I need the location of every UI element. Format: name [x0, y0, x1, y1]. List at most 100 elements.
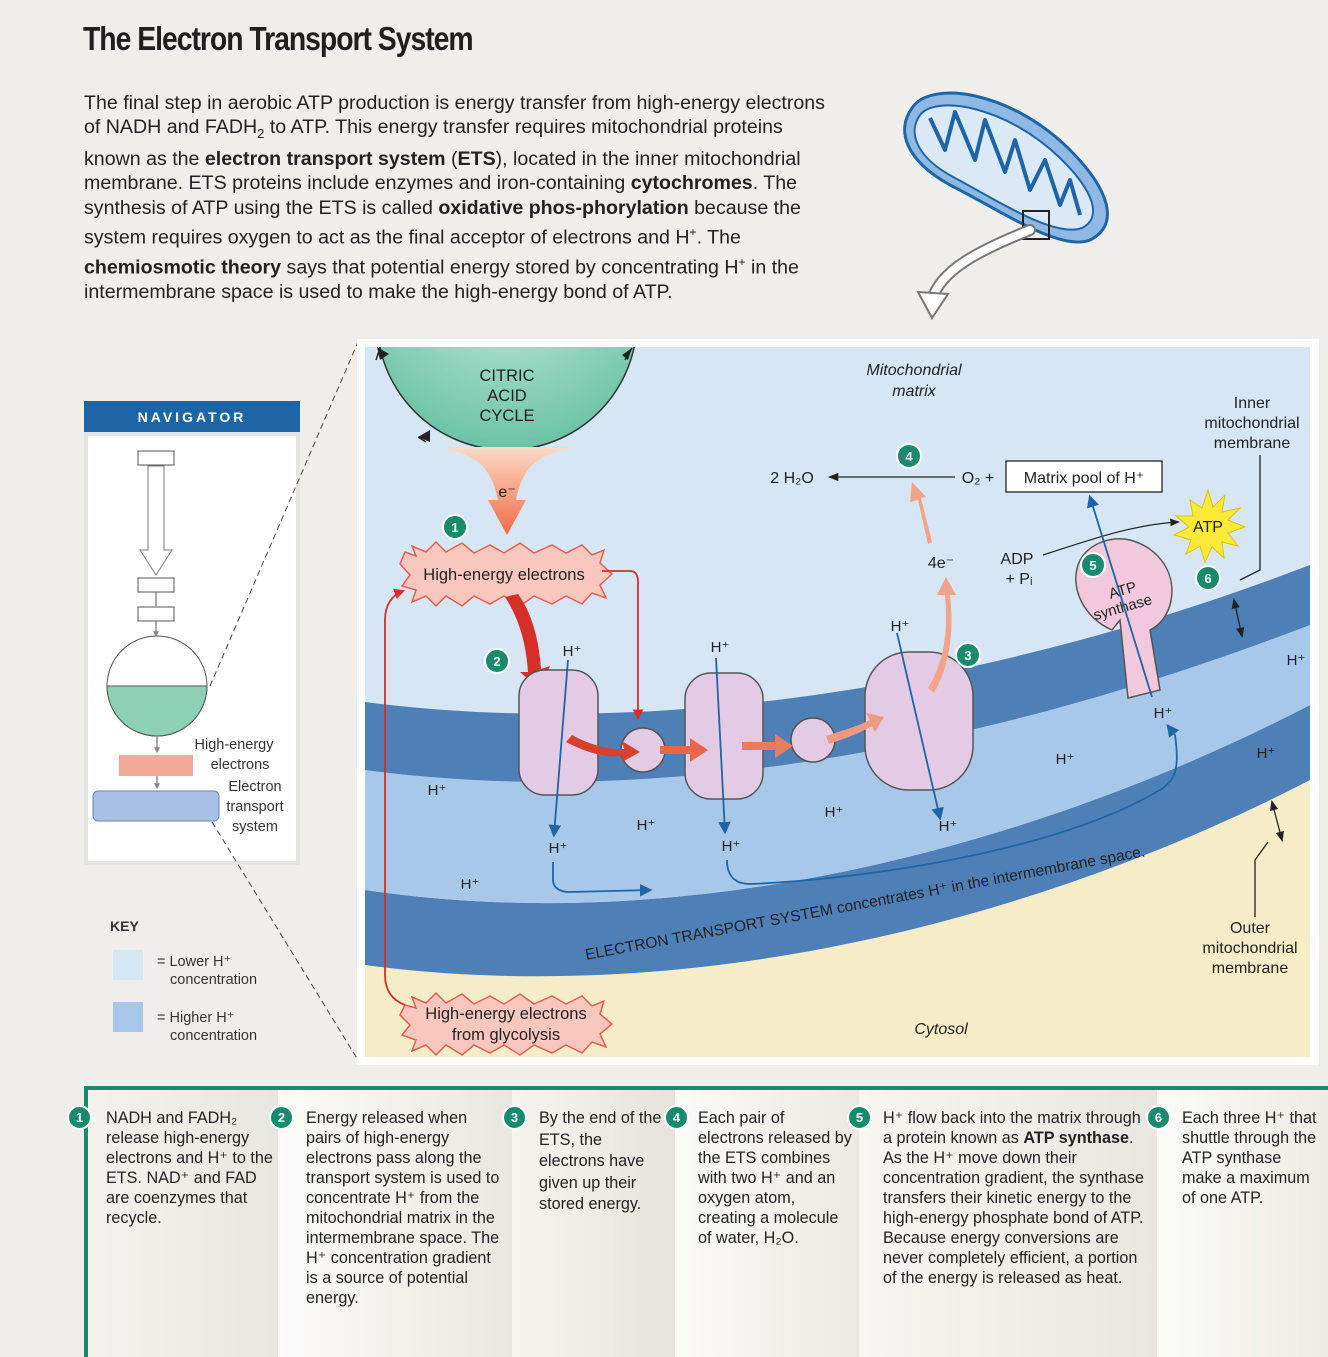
atp-label: ATP: [1193, 519, 1223, 536]
nav-ets-2: transport: [226, 799, 283, 815]
water-label: 2 H₂O: [770, 470, 814, 487]
step-text-2: Energy released when pairs of high-energ…: [306, 1109, 500, 1307]
svg-text:1: 1: [451, 520, 458, 535]
step-col-6: [1157, 1090, 1328, 1357]
cac-label-2: ACID: [487, 387, 527, 405]
adp-label: ADP: [1001, 551, 1034, 568]
high-energy-electrons-label: High-energy electrons: [423, 566, 584, 584]
step-col-1: [88, 1090, 278, 1357]
matrix-label-1: Mitochondrial: [866, 362, 962, 379]
inner-membrane-label-2: mitochondrial: [1204, 415, 1299, 432]
step-number-1: 1: [67, 1105, 92, 1130]
nav-high-energy-1: High-energy: [195, 737, 275, 753]
key-lower-2: concentration: [170, 972, 257, 988]
step-col-5: [859, 1090, 1157, 1357]
zoom-line-bottom: [211, 821, 359, 1061]
step-number-2: 2: [269, 1105, 294, 1130]
key-higher-1: = Higher H⁺: [157, 1010, 234, 1026]
term-chemiosmotic: chemiosmotic theory: [84, 256, 282, 279]
glycolysis-label-line1: High-energy electrons: [425, 1005, 586, 1023]
cytosol-region: [365, 770, 1310, 1057]
cytosol-label: Cytosol: [914, 1021, 968, 1038]
glycolysis-electrons-burst: [399, 991, 614, 1057]
svg-text:2: 2: [493, 654, 500, 669]
key-higher-2: concentration: [170, 1028, 257, 1044]
term-atp-synthase: ATP synthase: [1023, 1129, 1129, 1147]
outer-membrane: [365, 705, 1310, 977]
h-plus-label: H⁺: [1056, 751, 1075, 768]
step-text-5: H⁺ flow back into the matrix through a p…: [883, 1109, 1144, 1287]
glycolysis-label-line2: from glycolysis: [452, 1026, 560, 1044]
step-text-3: By the end of the ETS, the electrons hav…: [539, 1109, 662, 1213]
key-higher-swatch: [113, 1002, 143, 1032]
red-electron-arrow: [505, 594, 550, 690]
h-plus-label: H⁺: [637, 817, 656, 834]
term-cytochromes: cytochromes: [630, 172, 753, 195]
step-marker-4: 4: [896, 443, 922, 469]
key-lower-swatch: [113, 950, 143, 980]
h-plus-label: H⁺: [549, 840, 568, 857]
inner-membrane: [365, 565, 1310, 782]
nav-high-energy-2: electrons: [211, 757, 270, 773]
step-marker-5: 5: [1080, 552, 1106, 578]
step-number-3: 3: [502, 1105, 527, 1130]
svg-text:5: 5: [1089, 558, 1096, 573]
svg-text:4: 4: [905, 449, 913, 464]
panel-content: [365, 347, 1310, 1057]
key-title: KEY: [110, 918, 139, 934]
h-plus-label: H⁺: [461, 876, 480, 893]
h-plus-label: H⁺: [1287, 652, 1306, 669]
matrix-pool-label: Matrix pool of H⁺: [1024, 470, 1144, 487]
step-text-6: Each three H⁺ that shuttle through the A…: [1182, 1109, 1317, 1207]
step-number-6: 6: [1146, 1105, 1171, 1130]
atp-synthase: [1075, 538, 1173, 699]
four-electrons-label: 4e⁻: [928, 555, 954, 572]
step-marker-2: 2: [484, 648, 510, 674]
intro-paragraph: The final step in aerobic ATP production…: [84, 92, 825, 303]
cac-label-3: CYCLE: [479, 407, 534, 425]
key-lower-1: = Lower H⁺: [157, 954, 231, 970]
cac-label-1: CITRIC: [480, 367, 535, 385]
outer-membrane-label-3: membrane: [1212, 960, 1289, 977]
h-plus-label: H⁺: [1257, 745, 1276, 762]
svg-text:3: 3: [964, 648, 971, 663]
h-plus-label: H⁺: [722, 838, 741, 855]
h-plus-label: H⁺: [428, 782, 447, 799]
matrix-pool-box: [1005, 460, 1163, 493]
oxygen-label: O₂ +: [962, 470, 994, 487]
atp-star: [1172, 488, 1247, 564]
page-title: The Electron Transport System: [83, 20, 474, 57]
high-energy-electrons-burst: [399, 540, 614, 608]
step-col-2: [278, 1090, 512, 1357]
step-marker-6: 6: [1195, 565, 1221, 591]
h-plus-label: H⁺: [825, 804, 844, 821]
intermembrane-space: [365, 625, 1310, 904]
step-number-5: 5: [847, 1105, 872, 1130]
h-plus-label: H⁺: [891, 618, 910, 635]
electron-cone: [440, 447, 574, 535]
outer-membrane-label-2: mitochondrial: [1202, 940, 1297, 957]
step-number-4: 4: [664, 1105, 689, 1130]
matrix-label-2: matrix: [892, 383, 937, 400]
ets-protein-3: [684, 672, 764, 800]
h-plus-label: H⁺: [563, 643, 582, 660]
ets-protein-1: [518, 669, 599, 796]
h-plus-label: H⁺: [939, 818, 958, 835]
outer-membrane-label-1: Outer: [1230, 920, 1271, 937]
step-marker-1: 1: [442, 514, 468, 540]
step-col-3: [512, 1090, 675, 1357]
navigator-flow: [92, 450, 220, 822]
step-col-4: [675, 1090, 859, 1357]
nav-ets-1: Electron: [228, 779, 281, 795]
term-ets: electron transport system: [204, 147, 446, 170]
nav-ets-3: system: [232, 819, 278, 835]
mitochondrion-icon: [903, 91, 1109, 320]
electron-label: e⁻: [498, 484, 515, 501]
h-plus-label: H⁺: [1154, 705, 1173, 722]
svg-text:6: 6: [1204, 571, 1211, 586]
inner-membrane-label-1: Inner: [1234, 395, 1271, 412]
inner-membrane-label-3: membrane: [1214, 435, 1291, 452]
pi-label: + Pᵢ: [1006, 571, 1033, 588]
zoom-line-top: [209, 341, 359, 687]
